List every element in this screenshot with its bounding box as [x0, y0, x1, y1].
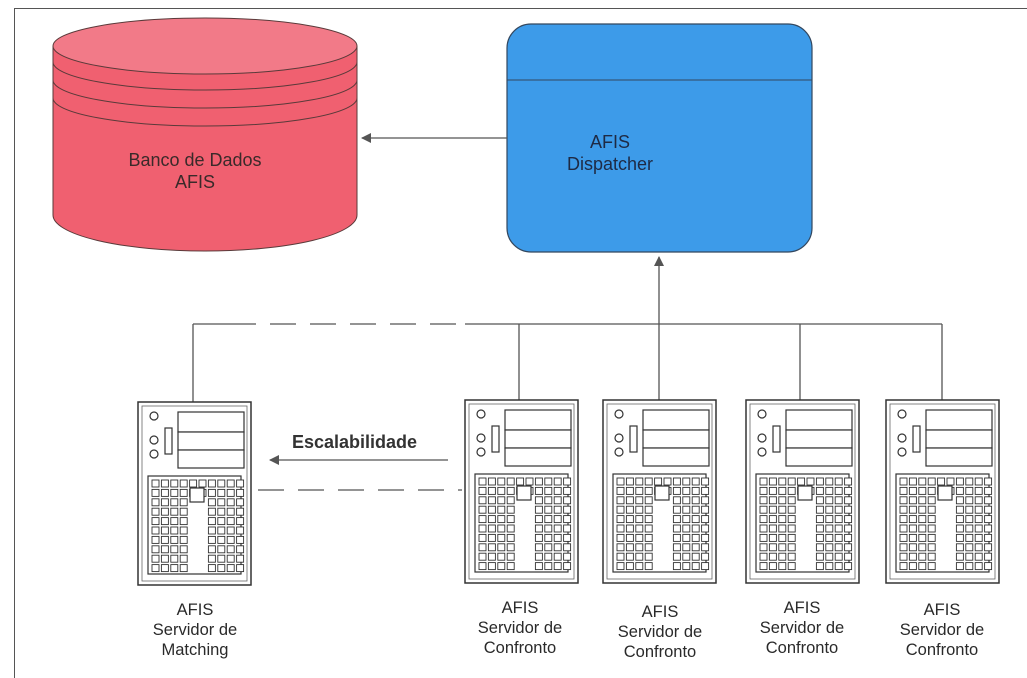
matching-server-icon — [137, 401, 252, 586]
scalability-label: Escalabilidade — [292, 432, 418, 452]
connection-bus — [192, 323, 943, 402]
server-label-confronto-2: AFIS Servidor de Confronto — [617, 603, 703, 662]
server-label-confronto-4: AFIS Servidor de Confronto — [899, 601, 985, 660]
confronto-server-icon — [464, 399, 579, 584]
database-cylinder — [52, 17, 358, 252]
database-label: Banco de Dados AFIS — [128, 150, 262, 192]
server-label-confronto-1: AFIS Servidor de Confronto — [477, 599, 563, 658]
confronto-server-icon — [602, 399, 717, 584]
confronto-server-icon — [745, 399, 860, 584]
server-label-matching: AFIS Servidor de Matching — [152, 601, 238, 660]
server-towers — [137, 399, 1000, 586]
confronto-server-icon — [885, 399, 1000, 584]
frame-top-border — [14, 8, 1027, 9]
server-label-confronto-3: AFIS Servidor de Confronto — [759, 599, 845, 658]
dispatcher-label: AFIS Dispatcher — [566, 132, 654, 174]
frame-left-border — [14, 8, 15, 678]
